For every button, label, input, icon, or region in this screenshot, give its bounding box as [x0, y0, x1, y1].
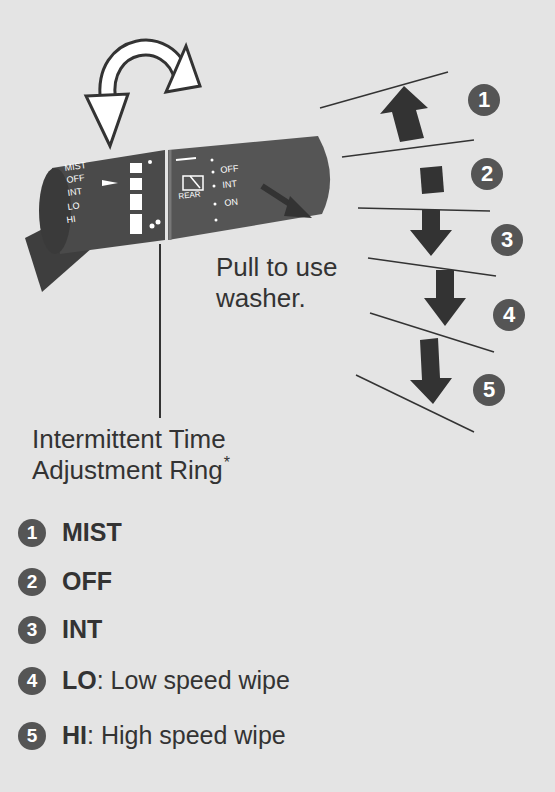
callout-number: 1	[18, 519, 46, 547]
callout-number: 3	[491, 224, 523, 256]
rear-mark: ON	[224, 197, 239, 209]
ring-label: Intermittent Time Adjustment Ring	[32, 424, 332, 486]
legend-text: : High speed wipe	[87, 720, 286, 750]
indicator-mark	[102, 180, 118, 186]
callout-number: 4	[18, 667, 46, 695]
ring-edge	[169, 150, 172, 240]
callout-digit: 4	[27, 670, 38, 692]
callout-digit: 1	[27, 522, 38, 544]
switch-mark: INT	[67, 186, 83, 199]
switch-mark: LO	[67, 200, 80, 212]
legend-term: OFF	[62, 566, 112, 596]
callout-number: 5	[473, 374, 505, 406]
legend-term: MIST	[62, 517, 122, 547]
rear-mark: OFF	[220, 163, 239, 176]
washer-note: Pull to use washer.	[216, 252, 341, 314]
rear-mark: INT	[222, 178, 238, 190]
legend-term: INT	[62, 614, 102, 644]
callout-digit: 4	[503, 302, 515, 328]
callout-number: 3	[18, 616, 46, 644]
callout-number: 1	[468, 84, 500, 116]
rear-symbol	[183, 176, 203, 190]
marker	[176, 158, 196, 160]
stalk-body	[52, 150, 165, 254]
callout-digit: 5	[27, 725, 38, 747]
callout-number: 5	[18, 722, 46, 750]
callout-digit: 3	[27, 619, 38, 641]
position-lines	[320, 72, 496, 432]
callout-number: 2	[471, 158, 503, 190]
callout-digit: 2	[27, 571, 38, 593]
legend-term: HI	[62, 720, 87, 750]
footnote-mark: *	[224, 453, 230, 472]
callout-digit: 3	[501, 227, 513, 253]
rear-ring	[168, 136, 330, 240]
ring-ticks	[211, 159, 218, 222]
switch-mark: HI	[66, 214, 76, 226]
legend-term: LO	[62, 665, 97, 695]
callout-digit: 2	[481, 161, 493, 187]
callout-digit: 5	[483, 377, 495, 403]
legend-text: : Low speed wipe	[97, 665, 290, 695]
callout-number: 2	[18, 568, 46, 596]
callout-digit: 1	[478, 87, 490, 113]
position-arrows	[380, 86, 466, 404]
speed-marks	[130, 160, 161, 234]
leader-line	[159, 244, 161, 418]
callout-number: 4	[493, 299, 525, 331]
